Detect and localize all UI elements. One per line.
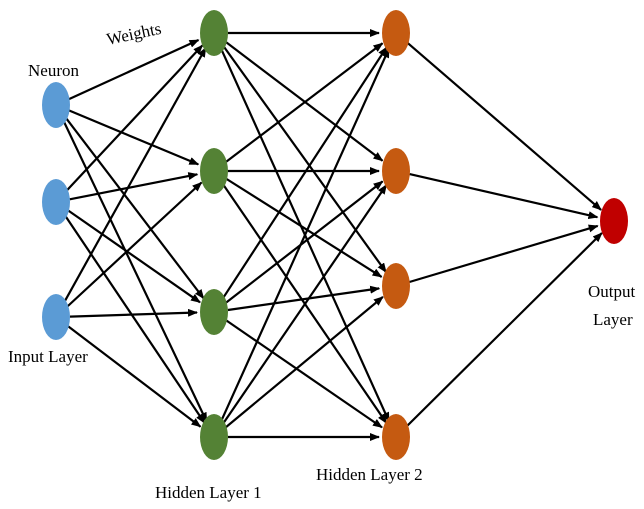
- weight-edge-hidden1-1-to-hidden2-4: [218, 45, 391, 423]
- weight-edge-input-2-to-hidden1-3: [66, 209, 201, 304]
- input-neuron-2: [42, 179, 70, 225]
- weight-edge-hidden1-3-to-hidden2-4: [224, 318, 383, 429]
- weights-label: Weights: [105, 19, 163, 49]
- input-neuron-3: [42, 294, 70, 340]
- weight-edge-hidden1-1-to-hidden2-2: [224, 40, 384, 162]
- weight-edge-hidden2-1-to-output-1: [405, 41, 602, 211]
- weight-edge-input-1-to-hidden1-1: [68, 38, 200, 101]
- weight-edge-hidden1-2-to-hidden2-3: [225, 177, 383, 278]
- hidden1-neuron-2: [200, 148, 228, 194]
- hidden1-neuron-3: [200, 289, 228, 335]
- weight-edge-input-3-to-hidden1-3: [69, 308, 198, 318]
- weight-edge-hidden1-3-to-hidden2-2: [224, 180, 384, 305]
- weight-connections: [61, 29, 603, 441]
- weight-edge-input-1-to-hidden1-3: [63, 115, 205, 300]
- weight-edge-hidden1-2-to-hidden2-4: [220, 181, 388, 424]
- weight-edge-hidden1-4-to-hidden2-3: [224, 296, 384, 429]
- hidden1-neuron-1: [200, 10, 228, 56]
- weight-edge-input-2-to-hidden1-1: [64, 44, 204, 193]
- hidden2-neuron-1: [382, 10, 410, 56]
- hidden-layer-2-label: Hidden Layer 2: [316, 465, 423, 484]
- hidden1-neuron-4: [200, 414, 228, 460]
- neurons: [42, 10, 628, 460]
- weight-edge-hidden1-3-to-hidden2-1: [220, 46, 388, 301]
- input-neuron-1: [42, 82, 70, 128]
- hidden2-neuron-4: [382, 414, 410, 460]
- weight-edge-hidden2-3-to-output-1: [409, 224, 599, 284]
- weight-edge-hidden1-4-to-hidden2-1: [218, 47, 391, 425]
- weight-edge-input-3-to-hidden1-1: [61, 47, 207, 306]
- hidden-layer-1-label: Hidden Layer 1: [155, 483, 262, 502]
- output-neuron-1: [600, 198, 628, 244]
- hidden2-neuron-2: [382, 148, 410, 194]
- weight-edge-hidden2-4-to-output-1: [405, 232, 603, 428]
- weight-edge-hidden1-2-to-hidden2-1: [224, 42, 384, 164]
- output-layer-label-line2: Layer: [593, 310, 633, 329]
- neuron-label: Neuron: [28, 61, 79, 80]
- weight-edge-input-2-to-hidden1-2: [69, 172, 199, 201]
- weight-edge-input-3-to-hidden1-4: [66, 324, 202, 428]
- weight-edge-hidden2-2-to-output-1: [409, 173, 599, 220]
- weight-edge-hidden1-4-to-hidden2-2: [220, 184, 388, 427]
- weight-edge-input-1-to-hidden1-2: [68, 109, 200, 166]
- weight-edge-hidden1-1-to-hidden2-3: [221, 43, 387, 274]
- hidden2-neuron-3: [382, 263, 410, 309]
- weight-edge-input-2-to-hidden1-4: [62, 212, 206, 424]
- output-layer-label-line1: Output: [588, 282, 636, 301]
- input-layer-label: Input Layer: [8, 347, 88, 366]
- weight-edge-hidden1-3-to-hidden2-3: [227, 285, 381, 312]
- weight-edge-input-3-to-hidden1-2: [65, 181, 203, 309]
